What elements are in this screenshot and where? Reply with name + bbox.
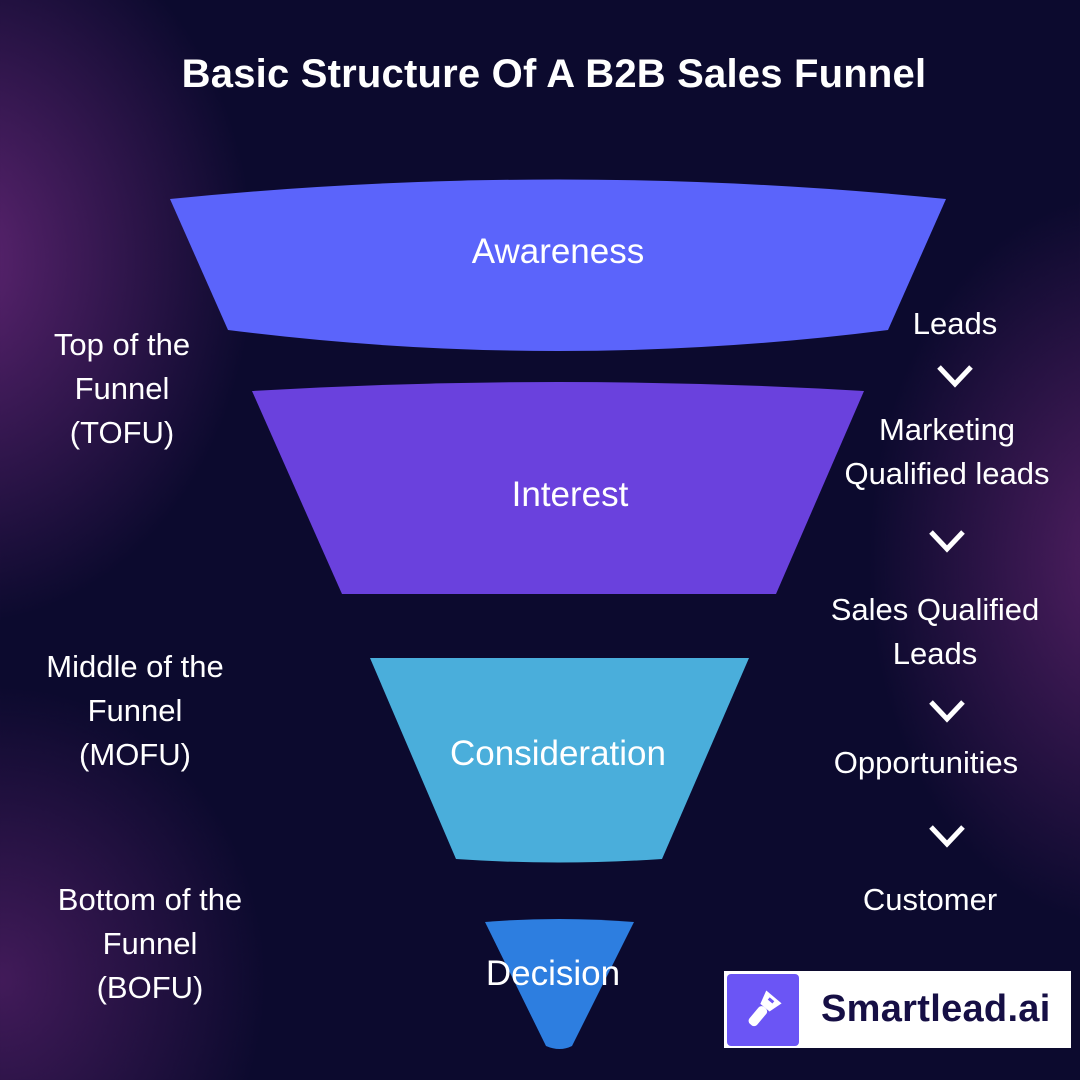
pipeline-step-mql: Marketing Qualified leads xyxy=(844,412,1050,491)
funnel-stage-interest-label: Interest xyxy=(512,475,629,514)
section-label-tofu-line3: (TOFU) xyxy=(69,415,175,450)
section-label-mofu-line1: Middle of the xyxy=(46,649,224,684)
funnel-stage-consideration-label: Consideration xyxy=(450,734,666,773)
funnel-stage-awareness-shape xyxy=(170,179,946,351)
brand-logo: Smartlead.ai xyxy=(724,971,1071,1048)
chevron-down-icon xyxy=(937,365,973,388)
funnel-stage-consideration-shape xyxy=(370,658,749,863)
pipeline-step-leads: Leads xyxy=(912,306,998,341)
funnel-stage-awareness: Awareness xyxy=(170,179,946,351)
section-label-mofu-line2: Funnel xyxy=(87,693,183,728)
chevron-down-icon xyxy=(929,700,965,723)
section-label-tofu-line2: Funnel xyxy=(74,371,170,406)
funnel-stage-decision-label: Decision xyxy=(486,954,620,993)
funnel-stage-decision: Decision xyxy=(485,919,634,1049)
section-label-bofu-line3: (BOFU) xyxy=(96,970,204,1005)
pipeline-step-opportunities: Opportunities xyxy=(833,745,1019,780)
pipeline-step-sql: Sales Qualified Leads xyxy=(830,592,1040,671)
funnel-stage-awareness-label: Awareness xyxy=(472,232,645,271)
section-label-mofu: Middle of the Funnel (MOFU) xyxy=(0,645,270,777)
section-label-bofu-line2: Funnel xyxy=(102,926,198,961)
funnel-stage-decision-shape xyxy=(485,919,634,1049)
section-label-bofu-line1: Bottom of the xyxy=(57,882,243,917)
pipeline-step-customer: Customer xyxy=(862,882,998,917)
funnel-stage-interest-shape xyxy=(252,382,864,594)
section-label-bofu: Bottom of the Funnel (BOFU) xyxy=(0,878,300,1010)
chevron-down-icon xyxy=(929,825,965,848)
flashlight-icon xyxy=(727,973,799,1046)
brand-name: Smartlead.ai xyxy=(821,988,1051,1030)
page-title: Basic Structure Of A B2B Sales Funnel xyxy=(181,52,927,96)
funnel-stage-consideration: Consideration xyxy=(370,658,749,863)
section-label-mofu-line3: (MOFU) xyxy=(79,737,191,772)
chevron-down-icon xyxy=(929,530,965,553)
section-label-tofu-line1: Top of the xyxy=(53,327,191,362)
funnel-stage-interest: Interest xyxy=(252,382,864,594)
section-label-tofu: Top of the Funnel (TOFU) xyxy=(0,323,244,455)
